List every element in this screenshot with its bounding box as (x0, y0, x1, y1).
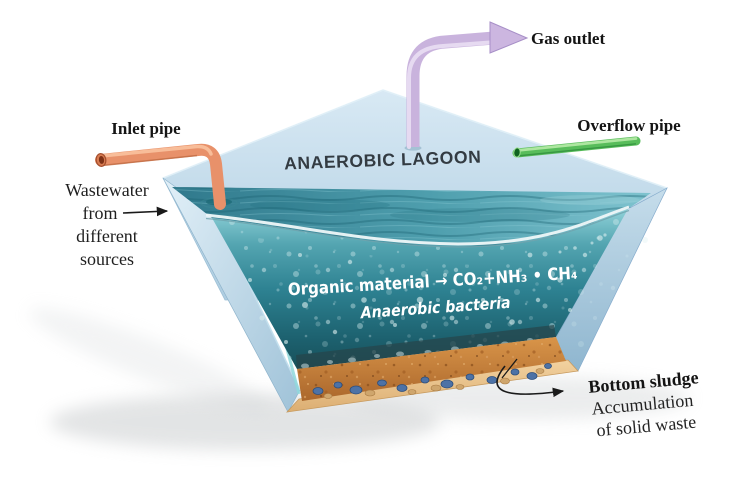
overflow-pipe-label: Overflow pipe (577, 116, 681, 135)
wastewater-line1: Wastewater (65, 180, 149, 200)
sludge-callout-arrow (496, 358, 565, 398)
overflow-pipe (512, 136, 641, 158)
sludge-grain-texture (297, 337, 566, 401)
bottom-sludge-note: Bottom sludge Accumulation of solid wast… (588, 367, 700, 440)
murk-band (296, 325, 556, 369)
inlet-pipe (95, 143, 238, 210)
wastewater-line3: different (76, 226, 138, 246)
gas-outlet-pipe (404, 21, 529, 151)
gas-outlet-label: Gas outlet (531, 29, 605, 48)
wastewater-line2: from (83, 203, 118, 223)
waterline-shadow (205, 209, 630, 248)
wastewater-note: Wastewater from different sources (65, 180, 149, 269)
back-wall-edge-highlight (162, 89, 668, 189)
sludge-tan-pebbles (323, 368, 545, 399)
wastewater-line4: sources (80, 249, 134, 269)
water-surface-ripples (172, 187, 651, 247)
gas-arrowhead (489, 21, 529, 54)
water-large-bubbles (248, 233, 607, 344)
wastewater-arrow (122, 206, 169, 217)
waterline-highlight (205, 205, 630, 246)
sludge-blue-pebbles (312, 363, 552, 395)
water-surface-streaks (250, 195, 640, 222)
inlet-pipe-label: Inlet pipe (111, 119, 181, 138)
